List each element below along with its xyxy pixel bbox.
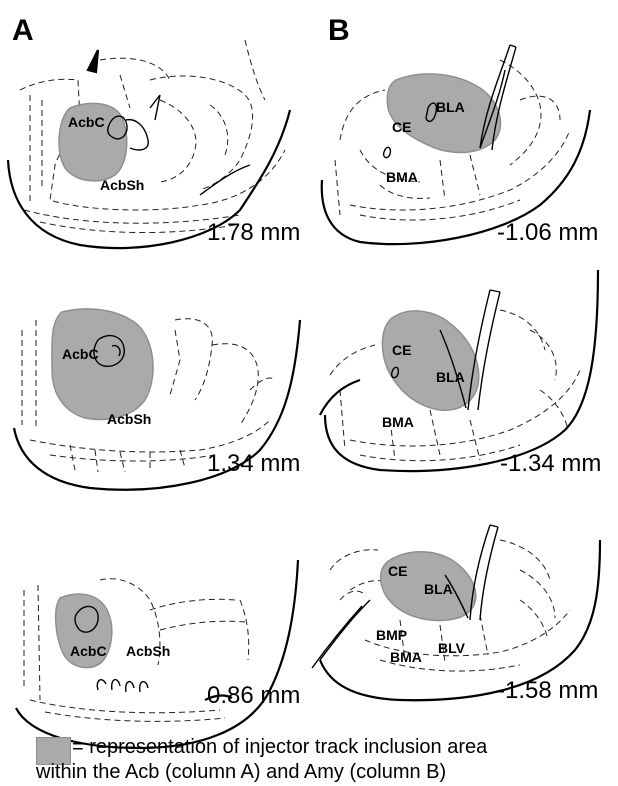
region-label-bmp-b3: BMP (376, 628, 407, 642)
region-label-acbc-a2: AcbC (62, 347, 99, 361)
region-label-acbsh-a1: AcbSh (100, 178, 144, 192)
region-label-acbsh-a2: AcbSh (107, 412, 151, 426)
region-label-acbc-a1: AcbC (68, 115, 105, 129)
panel-letter-a: A (12, 16, 34, 46)
legend-text-line-2: within the Acb (column A) and Amy (colum… (36, 760, 446, 784)
region-label-bla-b1: BLA (436, 100, 465, 114)
level-label-b3: -1.58 mm (497, 679, 598, 703)
level-label-a2: 1.34 mm (207, 452, 300, 476)
region-label-ce-b3: CE (388, 564, 407, 578)
section-b1-drawing (322, 45, 590, 244)
region-label-bma-b1: BMA (386, 170, 418, 184)
region-label-bla-b3: BLA (424, 582, 453, 596)
region-label-ce-b2: CE (392, 343, 411, 357)
region-label-bma-b2: BMA (382, 415, 414, 429)
level-label-b2: -1.34 mm (500, 452, 601, 476)
section-a1-drawing (8, 40, 290, 248)
region-label-acbc-a3: AcbC (70, 644, 107, 658)
region-label-bma-b3: BMA (390, 650, 422, 664)
level-label-b1: -1.06 mm (497, 221, 598, 245)
legend-text-line-1: = representation of injector track inclu… (72, 735, 487, 759)
panel-letter-b: B (328, 16, 350, 46)
section-b3-drawing (312, 525, 600, 700)
level-label-a1: 1.78 mm (207, 221, 300, 245)
region-label-acbsh-a3: AcbSh (126, 644, 170, 658)
region-label-bla-b2: BLA (436, 370, 465, 384)
region-label-blv-b3: BLV (438, 641, 465, 655)
level-label-a3: 0.86 mm (207, 684, 300, 708)
region-label-ce-b1: CE (392, 120, 411, 134)
